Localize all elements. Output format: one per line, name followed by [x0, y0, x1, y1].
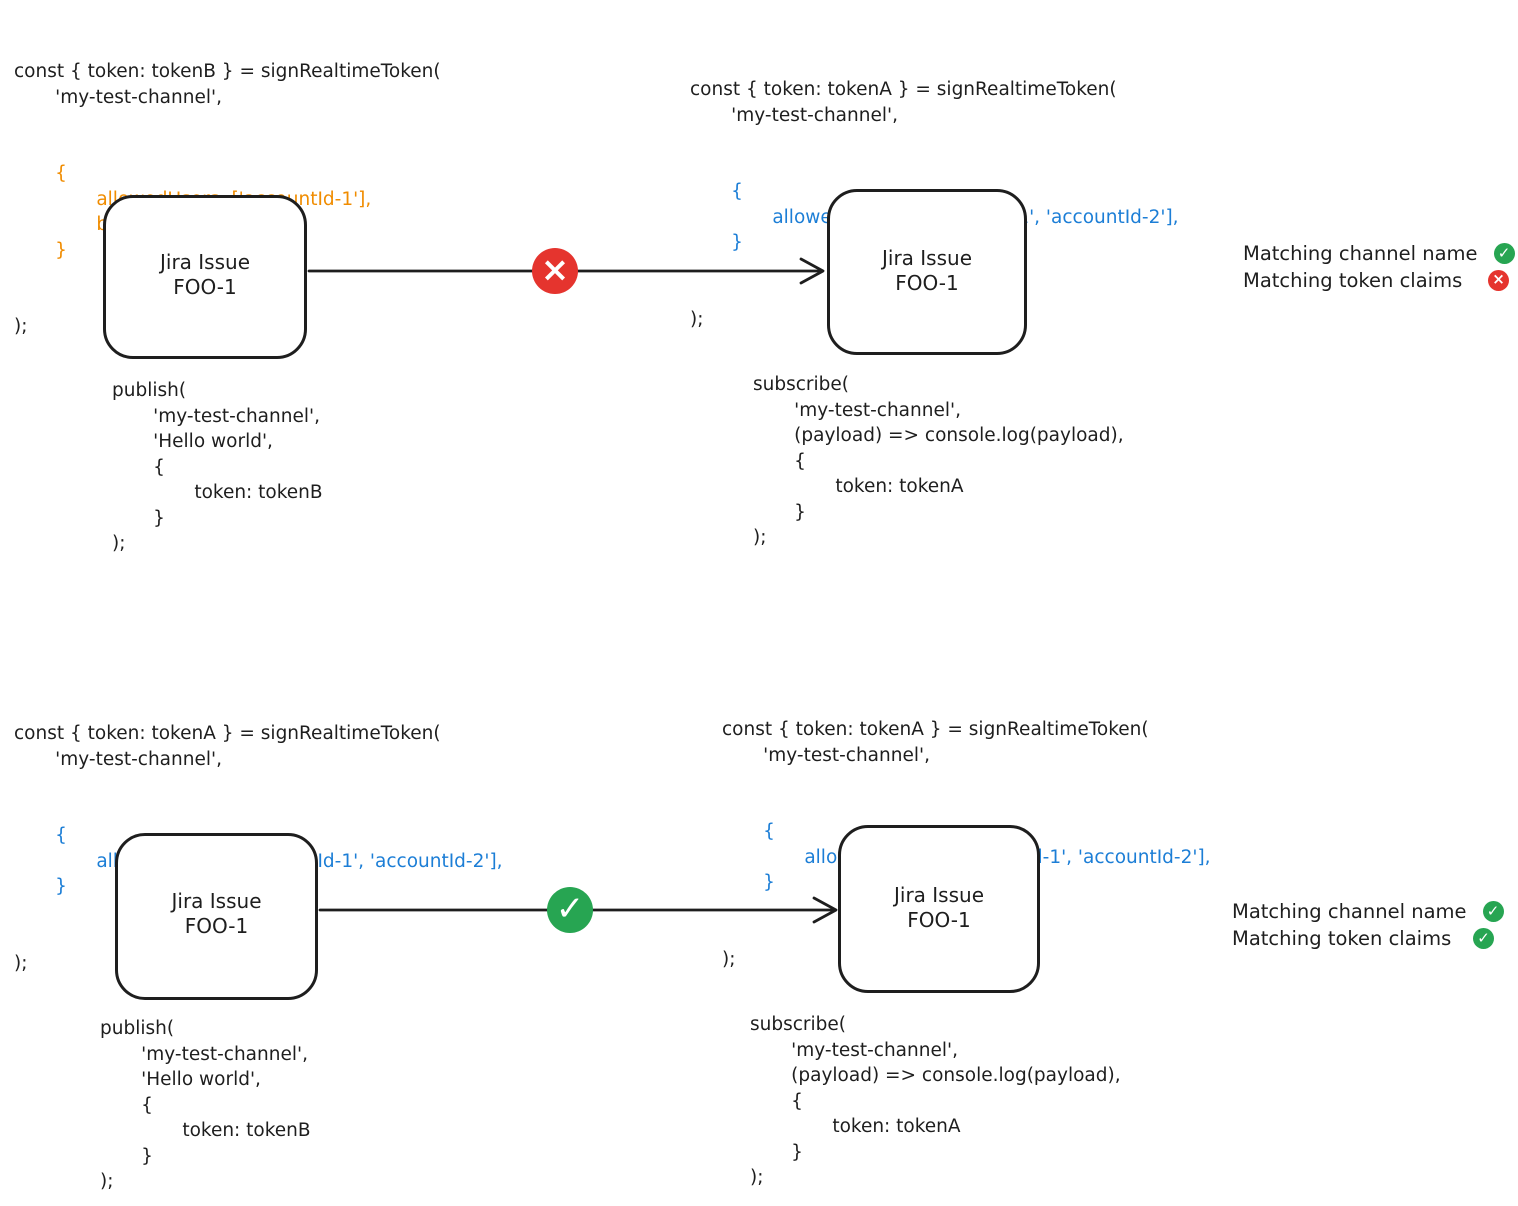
- legend-row-claims: Matching token claims: [1243, 267, 1509, 294]
- publish-code: publish( 'my-test-channel', 'Hello world…: [100, 1018, 311, 1192]
- status-check-icon: [547, 887, 593, 933]
- code-tail: );: [690, 308, 704, 330]
- legend-row-channel: Matching channel name: [1243, 240, 1515, 267]
- code-head: const { token: tokenB } = signRealtimeTo…: [14, 61, 441, 108]
- node-subtitle: FOO-1: [895, 271, 959, 295]
- node-title: Jira Issue: [881, 246, 972, 270]
- code-head: const { token: tokenA } = signRealtimeTo…: [722, 719, 1149, 766]
- subscribe-code: subscribe( 'my-test-channel', (payload) …: [753, 374, 1124, 548]
- node-subtitle: FOO-1: [907, 908, 971, 932]
- node-title: Jira Issue: [159, 250, 250, 274]
- status-cross-icon: [532, 248, 578, 294]
- arrow-head: [812, 896, 838, 924]
- legend-label: Matching channel name: [1243, 241, 1478, 265]
- legend-row-claims: Matching token claims: [1232, 925, 1494, 952]
- publish-arrow: [318, 887, 842, 933]
- code-head: const { token: tokenA } = signRealtimeTo…: [14, 723, 441, 770]
- check-circle-icon: [1482, 901, 1504, 922]
- legend-label: Matching channel name: [1232, 899, 1467, 923]
- node-subtitle: FOO-1: [173, 275, 237, 299]
- node-subtitle: FOO-1: [184, 914, 249, 938]
- legend-label: Matching token claims: [1232, 926, 1452, 950]
- publisher-node-box: Jira Issue FOO-1: [115, 833, 318, 1000]
- cross-circle-icon: [1488, 270, 1509, 291]
- arrow-head: [799, 257, 825, 285]
- node-title: Jira Issue: [893, 883, 984, 907]
- subscribe-code: subscribe( 'my-test-channel', (payload) …: [750, 1014, 1121, 1188]
- publish-code: publish( 'my-test-channel', 'Hello world…: [112, 380, 323, 554]
- code-tail: );: [14, 952, 28, 974]
- match-legend: Matching channel name Matching token cla…: [1243, 240, 1515, 294]
- check-circle-icon: [1493, 243, 1515, 264]
- publisher-node-box: Jira Issue FOO-1: [103, 195, 307, 359]
- code-head: const { token: tokenA } = signRealtimeTo…: [690, 79, 1117, 126]
- subscriber-node-box: Jira Issue FOO-1: [838, 825, 1040, 993]
- check-circle-icon: [1473, 928, 1494, 949]
- match-legend: Matching channel name Matching token cla…: [1232, 898, 1504, 952]
- code-tail: );: [14, 316, 28, 337]
- publish-arrow: [307, 248, 829, 294]
- code-tail: );: [722, 948, 736, 970]
- node-title: Jira Issue: [171, 889, 262, 913]
- legend-label: Matching token claims: [1243, 268, 1463, 292]
- subscriber-node-box: Jira Issue FOO-1: [827, 189, 1027, 355]
- legend-row-channel: Matching channel name: [1232, 898, 1504, 925]
